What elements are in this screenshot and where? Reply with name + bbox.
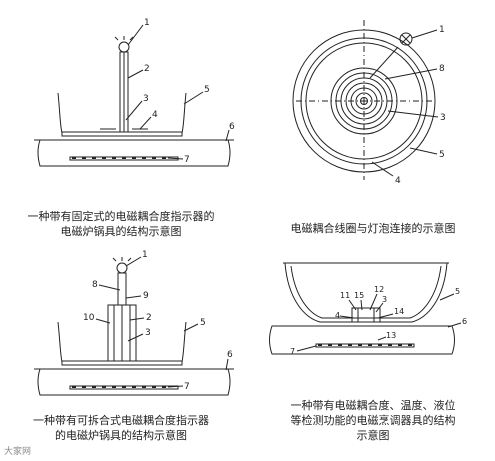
caption-line: 一种带有可拆合式电磁耦合度指示器 — [33, 414, 209, 427]
callout-label: 2 — [144, 64, 150, 74]
caption-line: 示意图 — [356, 429, 390, 442]
caption-line: 一种带有固定式的电磁耦合度指示器的 — [27, 210, 215, 223]
callout-label: 1 — [439, 25, 445, 35]
callout-label: 1 — [144, 18, 150, 28]
figure-3-caption: 一种带有可拆合式电磁耦合度指示器 的电磁炉锅具的结构示意图 — [10, 413, 232, 443]
figure-2-caption: 电磁耦合线圈与灯泡连接的示意图 — [262, 221, 484, 236]
watermark-text: 大家网 — [4, 447, 32, 457]
callout-label: 4 — [152, 110, 158, 120]
figure-2-coil-bulb — [292, 20, 439, 180]
callout-label: 3 — [145, 328, 151, 338]
callout-label: 14 — [394, 307, 404, 316]
caption-line: 电磁耦合线圈与灯泡连接的示意图 — [290, 222, 456, 235]
callout-label: 6 — [462, 317, 467, 326]
callout-label: 2 — [146, 313, 152, 323]
callout-label: 13 — [386, 331, 396, 340]
caption-line: 等检测功能的电磁烹调器具的结构 — [290, 414, 456, 427]
caption-line: 一种带有电磁耦合度、温度、液位 — [290, 399, 456, 412]
callout-label: 6 — [227, 350, 233, 360]
callout-label: 5 — [455, 287, 460, 296]
callout-label: 15 — [354, 291, 364, 300]
callout-label: 10 — [83, 313, 95, 323]
callout-label: 11 — [340, 291, 350, 300]
callout-label: 5 — [200, 318, 206, 328]
callout-label: 3 — [382, 295, 387, 304]
figure-1-caption: 一种带有固定式的电磁耦合度指示器的 电磁炉锅具的结构示意图 — [10, 209, 232, 239]
figure-1-fixed-indicator — [34, 24, 234, 167]
figure-4-multi-sensor-cooker — [269, 262, 462, 355]
callout-label: 3 — [143, 94, 149, 104]
caption-line: 电磁炉锅具的结构示意图 — [60, 225, 182, 238]
bulb-icon — [114, 36, 134, 53]
watermark: 大家网 — [4, 444, 31, 457]
callout-label: 1 — [142, 250, 148, 260]
callout-label: 9 — [143, 291, 149, 301]
callout-label: 4 — [395, 176, 401, 186]
callout-label: 7 — [184, 155, 190, 165]
caption-line: 的电磁炉锅具的结构示意图 — [55, 429, 187, 442]
callout-label: 8 — [439, 64, 445, 74]
callout-label: 8 — [92, 280, 98, 290]
callout-label: 7 — [290, 347, 295, 356]
callout-label: 6 — [229, 122, 235, 132]
callout-label: 5 — [204, 85, 210, 95]
figure-4-caption: 一种带有电磁耦合度、温度、液位 等检测功能的电磁烹调器具的结构 示意图 — [262, 398, 484, 443]
callout-label: 12 — [374, 285, 384, 294]
bulb-icon — [399, 32, 413, 46]
callout-label: 3 — [440, 113, 446, 123]
callout-label: 5 — [439, 150, 445, 160]
callout-label: 7 — [184, 382, 190, 392]
callout-label: 4 — [335, 311, 340, 320]
figure-3-detachable-indicator — [34, 256, 234, 396]
